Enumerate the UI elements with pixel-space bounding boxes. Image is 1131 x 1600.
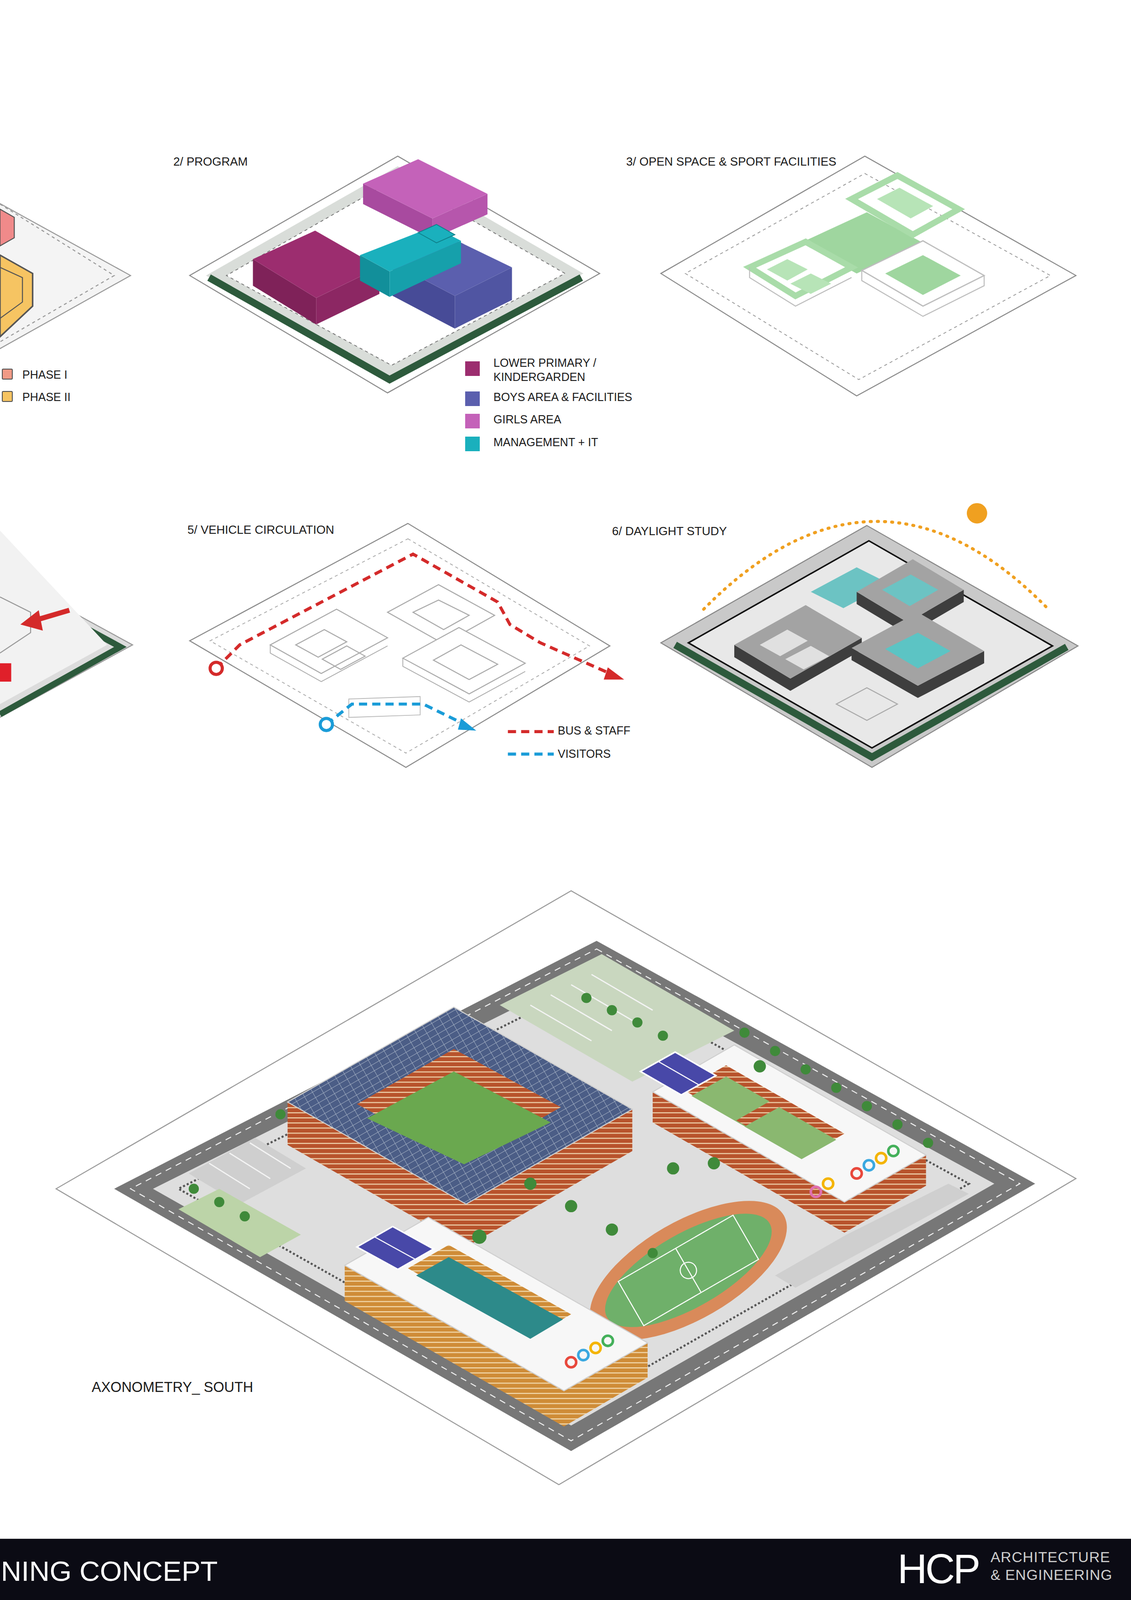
legend-text-holder: BOYS AREA & FACILITIES — [493, 389, 633, 405]
legend-text: PHASE I — [22, 367, 68, 382]
legend-text-holder: LOWER PRIMARY / KINDERGARDEN — [493, 355, 649, 385]
section-title-holder: 3/ OPEN SPACE & SPORT FACILITIES — [626, 154, 837, 170]
legend-text-holder: PHASE I — [22, 367, 68, 382]
legend-text: PHASE II — [22, 389, 71, 405]
daylight-diagram — [660, 503, 1079, 768]
view-caption-holder: AXONOMETRY_ SOUTH — [91, 1378, 254, 1396]
legend-swatch — [1, 390, 13, 402]
sheet-title: NING CONCEPT — [0, 1552, 218, 1589]
legend-text-holder: VISITORS — [557, 746, 611, 761]
section-title: 2/ PROGRAM — [173, 154, 248, 170]
section-title: 6/ DAYLIGHT STUDY — [612, 523, 727, 539]
company-logo-holder: HCP — [897, 1542, 979, 1595]
legend-text: VISITORS — [557, 746, 611, 761]
legend-text-holder: MANAGEMENT + IT — [493, 435, 598, 450]
site-axonometry — [0, 890, 1131, 1600]
legend-swatch — [465, 391, 480, 406]
open-space-diagram — [660, 155, 1076, 396]
legend-text: BOYS AREA & FACILITIES — [493, 389, 633, 405]
legend-swatch — [1, 368, 13, 380]
legend-swatch — [465, 361, 480, 376]
section-title-holder: 6/ DAYLIGHT STUDY — [612, 523, 727, 539]
phasing-diagram — [0, 152, 131, 400]
legend-text-holder: BUS & STAFF — [557, 723, 631, 738]
legend-text: BUS & STAFF — [557, 723, 631, 738]
section-title: 5/ VEHICLE CIRCULATION — [187, 522, 335, 538]
legend-text: LOWER PRIMARY / KINDERGARDEN — [493, 355, 649, 385]
company-logo: HCP — [897, 1542, 979, 1595]
access-diagram — [0, 522, 133, 768]
legend-text: MANAGEMENT + IT — [493, 435, 598, 450]
section-title: 3/ OPEN SPACE & SPORT FACILITIES — [626, 154, 837, 170]
sheet-title-holder: NING CONCEPT — [0, 1552, 218, 1589]
company-name-holder: ARCHITECTURE — [990, 1547, 1111, 1566]
company-name: & ENGINEERING — [990, 1565, 1113, 1584]
legend-text-holder: GIRLS AREA — [493, 412, 562, 427]
legend-swatch — [465, 436, 480, 452]
section-title-holder: 5/ VEHICLE CIRCULATION — [187, 522, 335, 538]
company-name-holder: & ENGINEERING — [990, 1565, 1113, 1584]
legend-text: GIRLS AREA — [493, 412, 562, 427]
legend-swatch — [465, 413, 480, 429]
legend-text-holder: PHASE II — [22, 389, 71, 405]
section-title-holder: 2/ PROGRAM — [173, 154, 248, 170]
view-caption: AXONOMETRY_ SOUTH — [91, 1378, 254, 1396]
company-name: ARCHITECTURE — [990, 1547, 1111, 1566]
